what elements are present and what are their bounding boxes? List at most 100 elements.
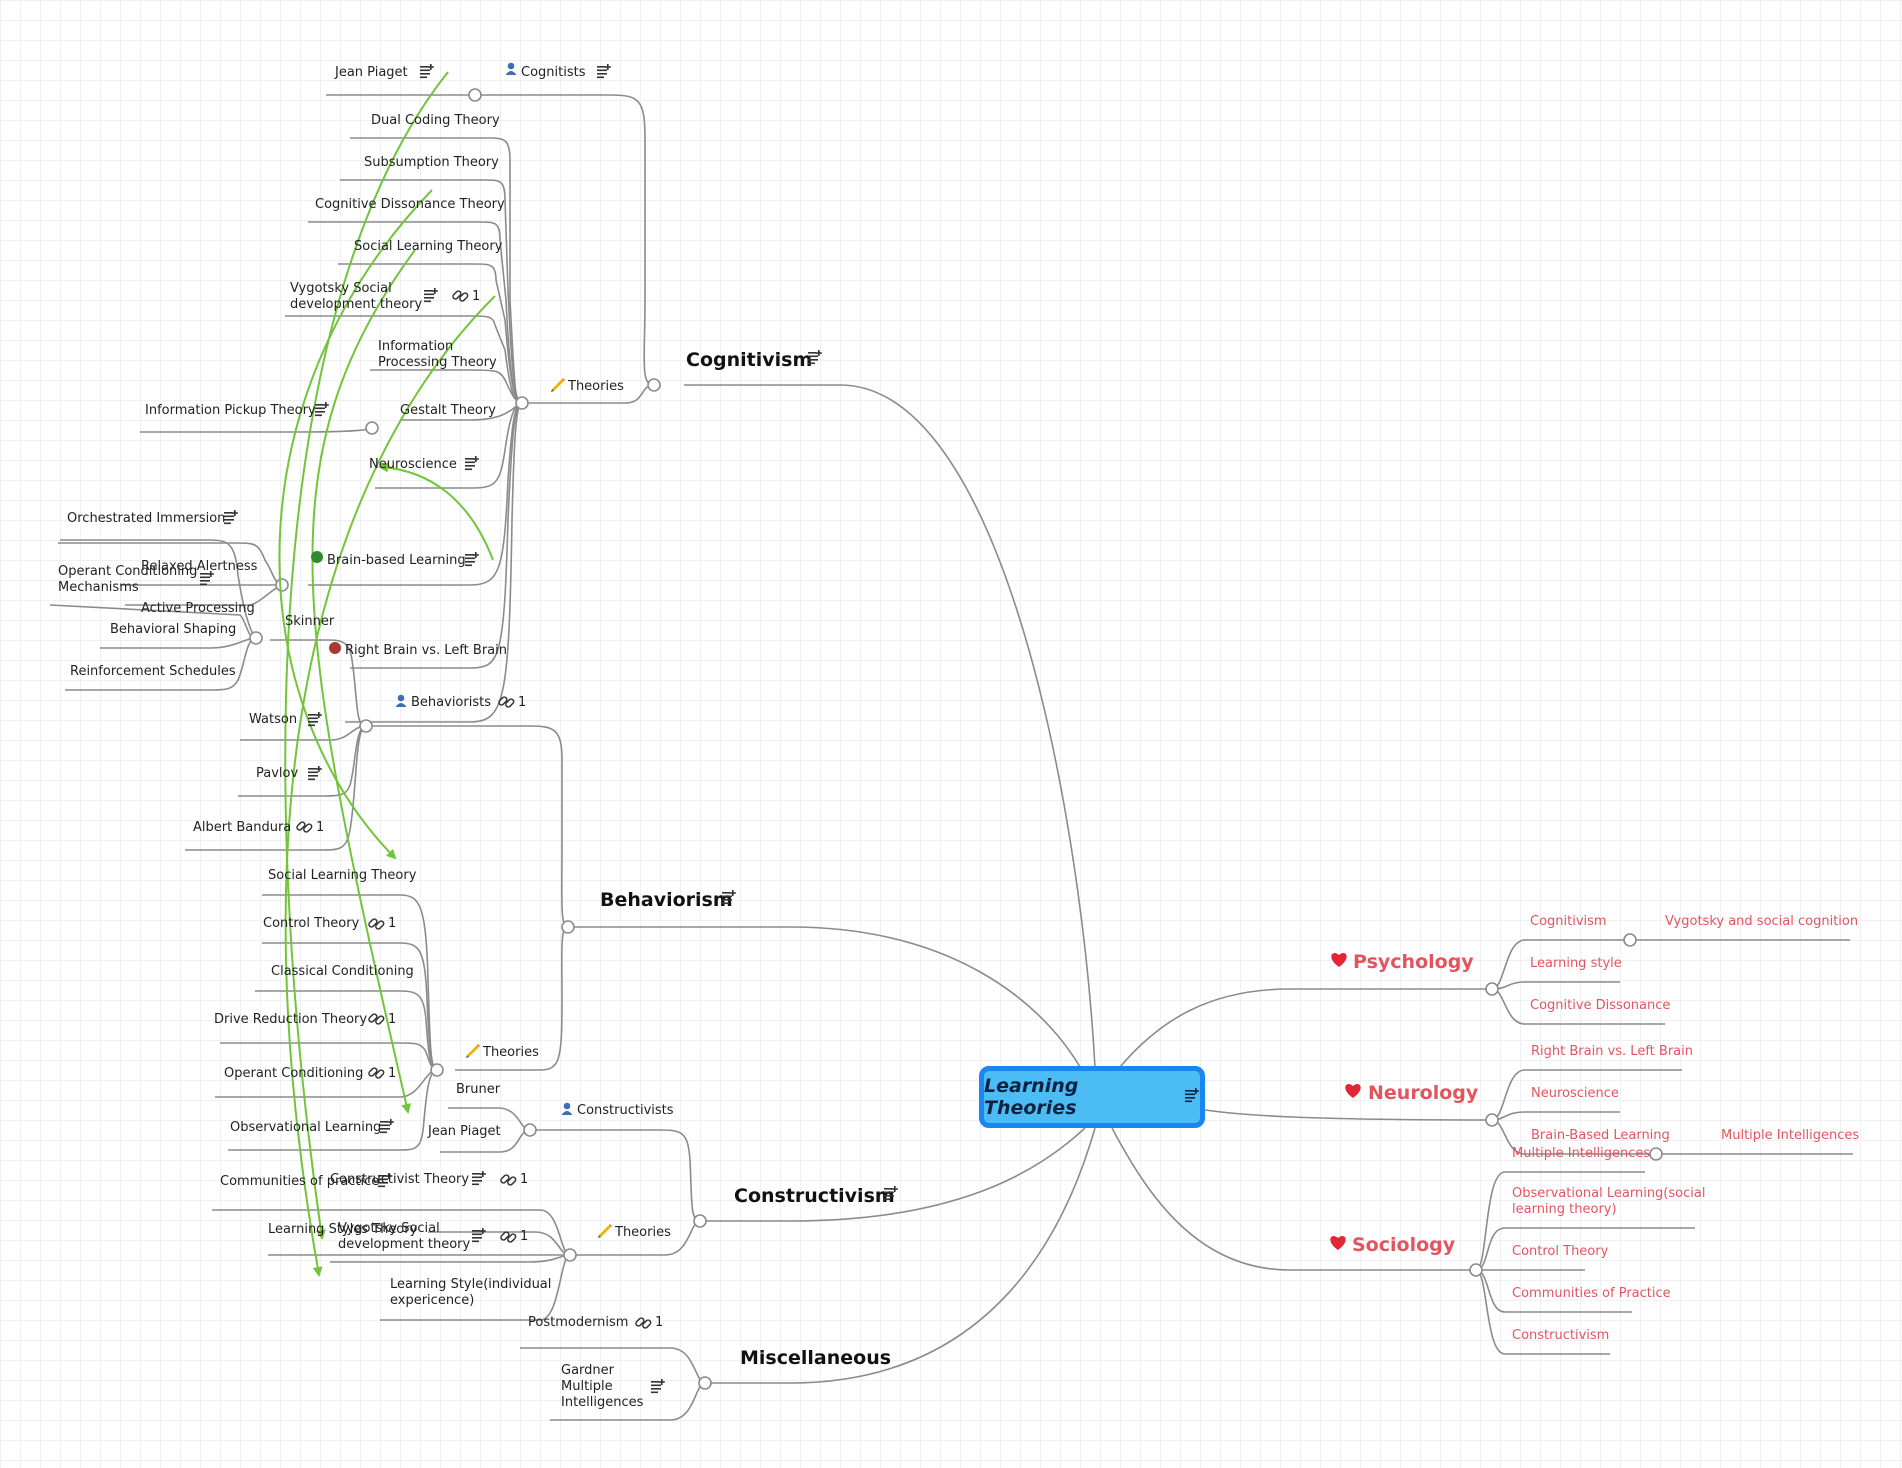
psy-cognitivism[interactable]: Cognitivism — [1530, 914, 1607, 929]
central-topic[interactable]: Learning Theories — [979, 1066, 1205, 1128]
node-vygotsky-con[interactable]: Vygotsky Social development theory 1 — [338, 1221, 528, 1252]
node-social-learning-beh[interactable]: Social Learning Theory — [268, 868, 417, 883]
svg-text:Learning Style(individual: Learning Style(individual — [390, 1277, 551, 1292]
node-neuroscience-cog[interactable]: Neuroscience — [369, 456, 479, 472]
link-icon[interactable] — [499, 1173, 518, 1187]
link-icon[interactable] — [499, 1230, 518, 1244]
node-constructivists[interactable]: Constructivists — [561, 1102, 674, 1118]
node-cognitivism-theories[interactable]: Theories — [551, 378, 624, 394]
note-icon[interactable] — [465, 552, 479, 567]
psy-cognitive-dissonance[interactable]: Cognitive Dissonance — [1530, 998, 1670, 1013]
link-icon[interactable] — [634, 1316, 653, 1330]
note-icon[interactable] — [472, 1228, 486, 1243]
node-vygotsky-cog[interactable]: Vygotsky Social development theory 1 — [290, 281, 480, 312]
node-watson[interactable]: Watson — [249, 712, 322, 727]
svg-text:Theories: Theories — [614, 1225, 671, 1240]
node-learning-styles-theory[interactable]: Learning Styles Theory — [268, 1222, 418, 1237]
note-icon[interactable] — [308, 766, 322, 781]
node-jean-piaget-con[interactable]: Jean Piaget — [427, 1124, 501, 1139]
node-communities-of-practice[interactable]: Communities of practice — [220, 1173, 392, 1189]
topic-behaviorism[interactable]: Behaviorism — [600, 889, 736, 911]
node-bruner[interactable]: Bruner — [456, 1082, 501, 1097]
node-subsumption[interactable]: Subsumption Theory — [364, 155, 499, 170]
node-reinforcement[interactable]: Reinforcement Schedules — [70, 664, 236, 679]
node-social-learning-cog[interactable]: Social Learning Theory — [354, 239, 503, 254]
topic-psychology[interactable]: Psychology — [1331, 951, 1474, 973]
node-information-pickup[interactable]: Information Pickup Theory — [145, 402, 329, 418]
neu-neuroscience[interactable]: Neuroscience — [1531, 1086, 1619, 1101]
node-cognitists[interactable]: Cognitists — [505, 62, 611, 80]
node-cognitive-dissonance[interactable]: Cognitive Dissonance Theory — [315, 197, 505, 212]
node-control-theory-beh[interactable]: Control Theory 1 — [263, 916, 396, 931]
svg-text:Sociology: Sociology — [1352, 1234, 1456, 1256]
svg-text:Cognitists: Cognitists — [521, 65, 586, 80]
node-relaxed-alertness[interactable]: Relaxed Alertness — [141, 559, 258, 574]
node-orchestrated[interactable]: Orchestrated Immersion — [67, 510, 238, 526]
soc-constructivism[interactable]: Constructivism — [1512, 1328, 1609, 1343]
node-postmodernism[interactable]: Postmodernism 1 — [528, 1315, 663, 1330]
neu-right-left-brain[interactable]: Right Brain vs. Left Brain — [1531, 1044, 1693, 1059]
neu-brain-based[interactable]: Brain-Based Learning — [1531, 1128, 1670, 1143]
link-icon[interactable] — [367, 1066, 386, 1080]
svg-text:1: 1 — [520, 1172, 528, 1187]
note-icon[interactable] — [424, 288, 438, 303]
svg-text:1: 1 — [316, 820, 324, 835]
node-albert-bandura[interactable]: Albert Bandura 1 — [193, 820, 324, 835]
node-operant-conditioning[interactable]: Operant Conditioning 1 — [224, 1066, 396, 1081]
note-icon[interactable] — [651, 1379, 665, 1394]
node-operant-mechanisms[interactable]: Operant Conditioning Mechanisms — [58, 564, 214, 595]
note-icon[interactable] — [1185, 1087, 1200, 1107]
topic-miscellaneous[interactable]: Miscellaneous — [740, 1347, 891, 1369]
node-observational-learning[interactable]: Observational Learning — [230, 1119, 394, 1135]
svg-text:Operant Conditioning: Operant Conditioning — [58, 564, 197, 579]
topic-neurology[interactable]: Neurology — [1345, 1082, 1479, 1104]
note-icon[interactable] — [597, 64, 611, 79]
note-icon[interactable] — [472, 1171, 486, 1186]
svg-text:Gardner: Gardner — [561, 1363, 615, 1378]
link-icon[interactable] — [451, 289, 470, 303]
topic-constructivism[interactable]: Constructivism — [734, 1185, 898, 1207]
node-drive-reduction[interactable]: Drive Reduction Theory 1 — [214, 1012, 396, 1027]
link-icon[interactable] — [295, 820, 314, 834]
node-skinner[interactable]: Skinner — [285, 614, 335, 629]
heart-icon — [1331, 953, 1347, 967]
node-brain-based[interactable]: Brain-based Learning — [311, 551, 479, 568]
neu-multiple-intelligences[interactable]: Multiple Intelligences — [1721, 1128, 1859, 1143]
node-information-processing[interactable]: Information Processing Theory — [378, 339, 497, 370]
node-learning-style-individual[interactable]: Learning Style(individual expericence) — [390, 1277, 551, 1308]
topic-cognitivism[interactable]: Cognitivism — [686, 349, 822, 371]
soc-control-theory[interactable]: Control Theory — [1512, 1244, 1609, 1259]
svg-text:Observational Learning(social: Observational Learning(social — [1512, 1186, 1705, 1201]
node-pavlov[interactable]: Pavlov — [256, 766, 322, 781]
topic-sociology[interactable]: Sociology — [1330, 1234, 1456, 1256]
svg-text:Intelligences: Intelligences — [561, 1395, 644, 1410]
node-constructivism-theories[interactable]: Theories — [598, 1224, 671, 1240]
psy-vygotsky[interactable]: Vygotsky and social cognition — [1665, 914, 1858, 929]
note-icon[interactable] — [380, 1119, 394, 1134]
svg-text:Right Brain vs. Left Brain: Right Brain vs. Left Brain — [345, 643, 507, 658]
node-behaviorism-theories[interactable]: Theories — [466, 1044, 539, 1060]
node-active-processing[interactable]: Active Processing — [141, 601, 255, 616]
note-icon[interactable] — [420, 64, 434, 79]
node-classical-conditioning[interactable]: Classical Conditioning — [271, 964, 414, 979]
note-icon[interactable] — [315, 402, 329, 417]
node-behavioral-shaping[interactable]: Behavioral Shaping — [110, 622, 236, 637]
svg-text:Information Pickup Theory: Information Pickup Theory — [145, 403, 316, 418]
central-topic-label: Learning Theories — [984, 1075, 1079, 1119]
note-icon[interactable] — [224, 510, 238, 525]
node-behaviorists[interactable]: Behaviorists 1 — [395, 694, 527, 710]
psy-learning-style[interactable]: Learning style — [1530, 956, 1622, 971]
green-dot-icon — [311, 551, 323, 563]
soc-multiple-intelligences[interactable]: Multiple Intelligences — [1512, 1146, 1650, 1161]
node-jean-piaget-cognitist[interactable]: Jean Piaget — [334, 64, 434, 80]
node-gestalt[interactable]: Gestalt Theory — [400, 403, 496, 418]
node-right-left-brain-cog[interactable]: Right Brain vs. Left Brain — [329, 642, 507, 658]
node-constructivist-theory[interactable]: Constructivist Theory 1 — [330, 1171, 528, 1187]
node-gardner[interactable]: Gardner Multiple Intelligences — [561, 1363, 665, 1410]
soc-observational-learning[interactable]: Observational Learning(social learning t… — [1512, 1186, 1705, 1217]
node-dual-coding[interactable]: Dual Coding Theory — [371, 113, 500, 128]
soc-communities[interactable]: Communities of Practice — [1512, 1286, 1671, 1301]
link-icon[interactable] — [367, 1012, 386, 1026]
note-icon[interactable] — [465, 456, 479, 471]
link-icon[interactable] — [367, 917, 386, 931]
